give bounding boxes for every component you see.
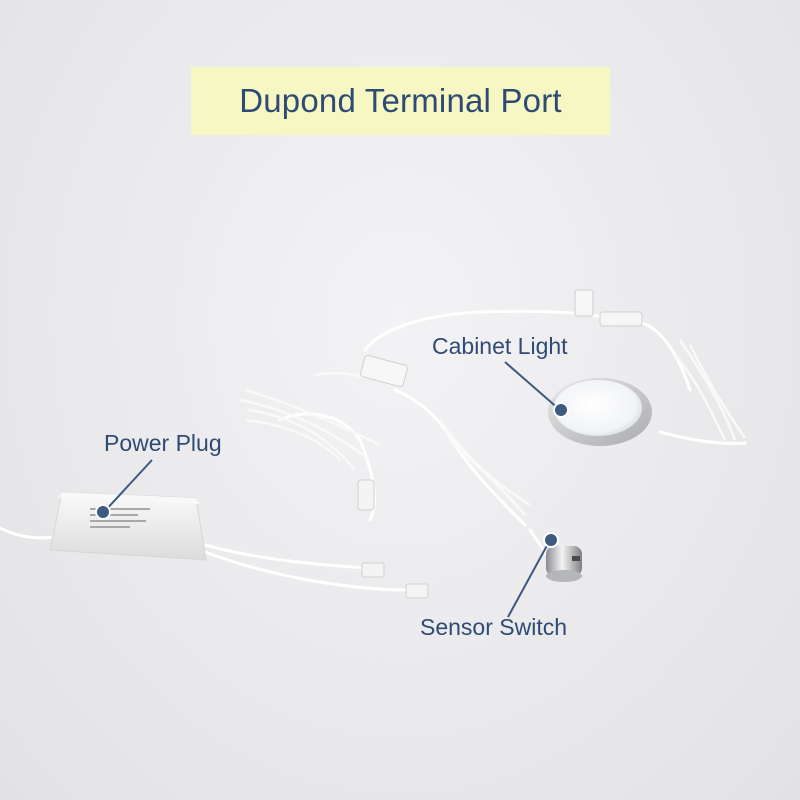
marker-dot-icon bbox=[543, 532, 559, 548]
coiled-cable-middle bbox=[438, 419, 531, 516]
marker-dot-icon bbox=[553, 402, 569, 418]
cables bbox=[0, 309, 747, 592]
coiled-cable-left bbox=[239, 371, 381, 471]
page-title: Dupond Terminal Port bbox=[239, 82, 562, 119]
label-sensor-switch: Sensor Switch bbox=[420, 614, 568, 640]
power-driver-box bbox=[49, 491, 207, 561]
sensor-switch-device bbox=[546, 546, 582, 582]
marker-dot-icon bbox=[95, 504, 111, 520]
title-banner: Dupond Terminal Port bbox=[191, 67, 610, 135]
label-cabinet-light: Cabinet Light bbox=[432, 333, 568, 359]
callout-markers bbox=[95, 402, 569, 548]
coiled-cable-right bbox=[674, 339, 747, 441]
connectors bbox=[357, 289, 643, 599]
label-power-plug: Power Plug bbox=[104, 430, 222, 456]
callout-lines bbox=[103, 361, 561, 618]
cabinet-light-puck bbox=[548, 378, 652, 446]
